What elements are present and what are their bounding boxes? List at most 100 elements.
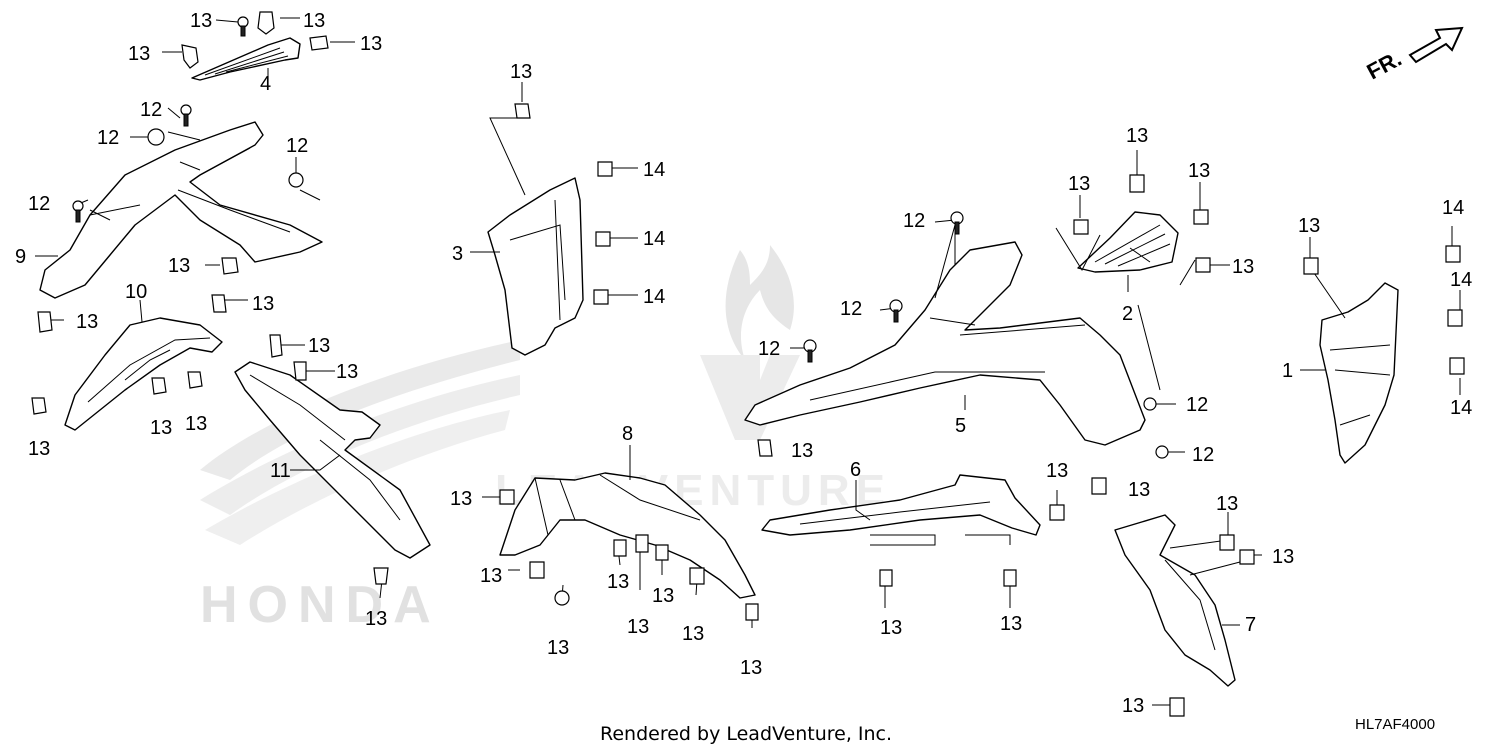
callout-12[interactable]: 12 bbox=[28, 193, 50, 215]
callout-13[interactable]: 13 bbox=[1216, 493, 1238, 515]
callout-14[interactable]: 14 bbox=[643, 286, 665, 308]
callout-13[interactable]: 13 bbox=[1128, 479, 1150, 501]
callout-part-7[interactable]: 7 bbox=[1245, 614, 1256, 636]
callout-12[interactable]: 12 bbox=[286, 135, 308, 157]
clip-icon bbox=[529, 561, 545, 579]
callout-12[interactable]: 12 bbox=[1186, 394, 1208, 416]
callout-14[interactable]: 14 bbox=[1450, 269, 1472, 291]
callout-13[interactable]: 13 bbox=[336, 361, 358, 383]
clip-icon bbox=[499, 489, 515, 505]
part-11-side-strip[interactable] bbox=[234, 361, 431, 559]
callout-13[interactable]: 13 bbox=[252, 293, 274, 315]
callout-13[interactable]: 13 bbox=[450, 488, 472, 510]
clip-icon bbox=[1091, 477, 1107, 495]
callout-13[interactable]: 13 bbox=[627, 616, 649, 638]
part-6-lower-rail[interactable] bbox=[761, 474, 1041, 536]
callout-14[interactable]: 14 bbox=[643, 159, 665, 181]
clip-icon bbox=[1195, 257, 1211, 273]
callout-13[interactable]: 13 bbox=[303, 10, 325, 32]
callout-13[interactable]: 13 bbox=[740, 657, 762, 679]
callout-part-4[interactable]: 4 bbox=[260, 73, 271, 95]
part-10-fender-lower[interactable] bbox=[64, 317, 223, 431]
callout-part-3[interactable]: 3 bbox=[452, 243, 463, 265]
callout-13[interactable]: 13 bbox=[880, 617, 902, 639]
callout-13[interactable]: 13 bbox=[1272, 546, 1294, 568]
callout-13[interactable]: 13 bbox=[1126, 125, 1148, 147]
callout-13[interactable]: 13 bbox=[791, 440, 813, 462]
callout-13[interactable]: 13 bbox=[547, 637, 569, 659]
callout-part-8[interactable]: 8 bbox=[622, 423, 633, 445]
callout-part-2[interactable]: 2 bbox=[1122, 303, 1133, 325]
screw-icon bbox=[72, 200, 84, 223]
part-2-grille[interactable] bbox=[1077, 211, 1179, 273]
clip-icon bbox=[37, 311, 53, 333]
callout-13[interactable]: 13 bbox=[480, 565, 502, 587]
clip-icon bbox=[1049, 504, 1065, 521]
clip-icon bbox=[1447, 309, 1463, 327]
callout-part-1[interactable]: 1 bbox=[1282, 360, 1293, 382]
leader-lines bbox=[35, 17, 1461, 706]
callout-13[interactable]: 13 bbox=[1122, 695, 1144, 717]
callout-12[interactable]: 12 bbox=[97, 127, 119, 149]
clip-icon bbox=[613, 539, 627, 557]
callout-12[interactable]: 12 bbox=[140, 99, 162, 121]
callout-13[interactable]: 13 bbox=[28, 438, 50, 460]
callout-13[interactable]: 13 bbox=[308, 335, 330, 357]
part-4-bracket[interactable] bbox=[191, 37, 301, 81]
clip-icon bbox=[1445, 245, 1461, 263]
fasteners bbox=[31, 11, 1465, 717]
direction-arrow-icon bbox=[1408, 26, 1464, 64]
callout-13[interactable]: 13 bbox=[76, 311, 98, 333]
callout-13[interactable]: 13 bbox=[1188, 160, 1210, 182]
clip-icon bbox=[373, 567, 389, 585]
callout-part-10[interactable]: 10 bbox=[125, 281, 147, 303]
clip-icon bbox=[655, 544, 669, 561]
clip-icon bbox=[211, 294, 227, 313]
honda-watermark-text: HONDA bbox=[200, 576, 441, 634]
callout-13[interactable]: 13 bbox=[682, 623, 704, 645]
part-1-rear-panel[interactable] bbox=[1319, 282, 1399, 464]
callout-13[interactable]: 13 bbox=[1232, 256, 1254, 278]
callout-13[interactable]: 13 bbox=[150, 417, 172, 439]
callout-part-9[interactable]: 9 bbox=[15, 246, 26, 268]
part-9-front-fender-cover[interactable] bbox=[39, 121, 323, 299]
screw-icon bbox=[950, 211, 964, 235]
screw-icon bbox=[237, 16, 249, 37]
callout-13[interactable]: 13 bbox=[190, 10, 212, 32]
callout-part-5[interactable]: 5 bbox=[955, 415, 966, 437]
screw-12-callouts: 12 12 12 12 12 12 12 12 12 bbox=[28, 99, 1214, 466]
callout-14[interactable]: 14 bbox=[1450, 397, 1472, 419]
part-7-rear-guard[interactable] bbox=[1114, 514, 1236, 687]
part-8-inner-fender[interactable] bbox=[499, 472, 756, 599]
callout-13[interactable]: 13 bbox=[128, 43, 150, 65]
callout-13[interactable]: 13 bbox=[510, 61, 532, 83]
callout-12[interactable]: 12 bbox=[758, 338, 780, 360]
callout-13[interactable]: 13 bbox=[1000, 613, 1022, 635]
callout-13[interactable]: 13 bbox=[168, 255, 190, 277]
callout-13[interactable]: 13 bbox=[185, 413, 207, 435]
clip-icon bbox=[293, 361, 307, 381]
part-3-inner-panel[interactable] bbox=[487, 177, 584, 356]
callout-13[interactable]: 13 bbox=[1068, 173, 1090, 195]
callout-part-6[interactable]: 6 bbox=[850, 459, 861, 481]
clip-icon bbox=[879, 569, 893, 587]
clip-icon bbox=[689, 567, 705, 585]
clip-icon bbox=[257, 11, 275, 35]
callout-part-11[interactable]: 11 bbox=[270, 460, 291, 482]
callout-13[interactable]: 13 bbox=[1298, 215, 1320, 237]
callout-12[interactable]: 12 bbox=[840, 298, 862, 320]
callout-14[interactable]: 14 bbox=[643, 228, 665, 250]
callout-13[interactable]: 13 bbox=[1046, 460, 1068, 482]
clip-icon bbox=[1129, 174, 1145, 193]
callout-13[interactable]: 13 bbox=[360, 33, 382, 55]
screw-icon bbox=[180, 104, 192, 127]
callout-13[interactable]: 13 bbox=[652, 585, 674, 607]
callout-12[interactable]: 12 bbox=[1192, 444, 1214, 466]
callout-13[interactable]: 13 bbox=[607, 571, 629, 593]
callout-14[interactable]: 14 bbox=[1442, 197, 1464, 219]
part-5-side-cover[interactable] bbox=[744, 241, 1146, 446]
callout-13[interactable]: 13 bbox=[365, 608, 387, 630]
clip-icon bbox=[757, 439, 773, 457]
clip-icon bbox=[1193, 209, 1209, 225]
callout-12[interactable]: 12 bbox=[903, 210, 925, 232]
